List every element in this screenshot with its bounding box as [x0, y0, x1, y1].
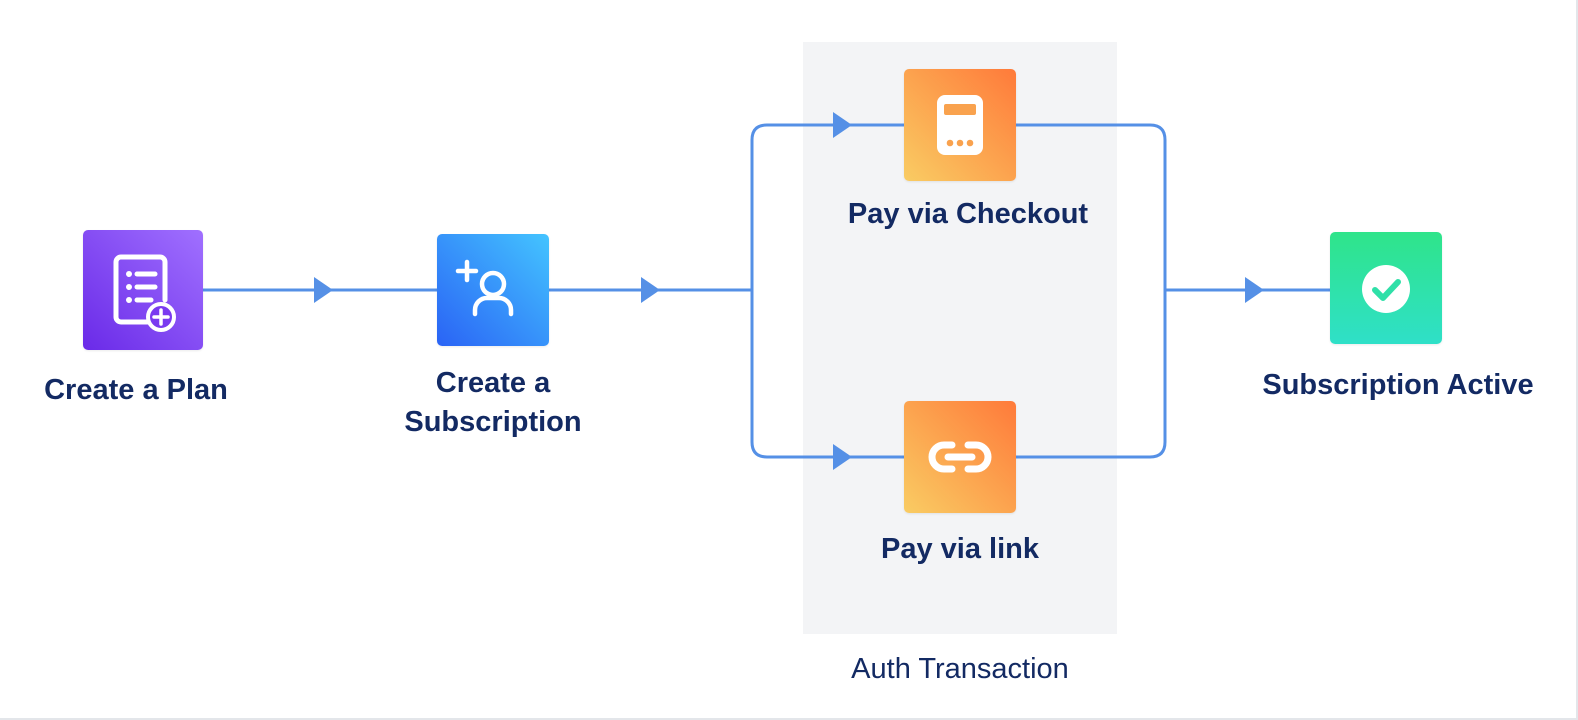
arrowhead-4 — [833, 444, 852, 470]
arrowhead-5 — [1245, 277, 1264, 303]
add-user-icon — [455, 259, 514, 317]
edge-link-to-merge — [1016, 290, 1167, 459]
arrowhead-3 — [833, 112, 852, 138]
node-pay-checkout[interactable] — [904, 69, 1016, 181]
node-subscription-active[interactable] — [1330, 232, 1442, 344]
plan-list-add-icon — [113, 254, 176, 332]
arrowhead-1 — [314, 277, 333, 303]
node-label-line: Subscription — [404, 406, 582, 438]
node-label-pay-link: Pay via link — [830, 530, 1090, 569]
node-pay-link[interactable] — [904, 401, 1016, 513]
node-label-subscription-active: Subscription Active — [1248, 366, 1548, 405]
check-circle-icon — [1362, 265, 1410, 313]
node-label-create-plan: Create a Plan — [23, 371, 249, 410]
edge-branch-to-checkout — [750, 123, 904, 290]
link-icon — [928, 441, 992, 473]
node-create-plan[interactable] — [83, 230, 203, 350]
node-label-line: Pay via link — [881, 533, 1039, 565]
node-label-line: Pay via Checkout — [847, 198, 1089, 230]
edge-branch-to-link — [750, 290, 904, 459]
node-label-create-subscription: Create a Subscription — [363, 364, 623, 442]
group-label-auth-transaction: Auth Transaction — [851, 653, 1069, 685]
arrowhead-2 — [641, 277, 660, 303]
node-label-line: Create a Plan — [44, 374, 228, 406]
node-create-subscription[interactable] — [437, 234, 549, 346]
checkout-card-reader-icon — [937, 95, 983, 155]
node-label-line: Create a — [435, 367, 551, 399]
node-label-line: Subscription Active — [1262, 369, 1534, 401]
node-label-pay-checkout: Pay via Checkout — [823, 195, 1113, 234]
edge-checkout-to-merge — [1016, 123, 1167, 290]
